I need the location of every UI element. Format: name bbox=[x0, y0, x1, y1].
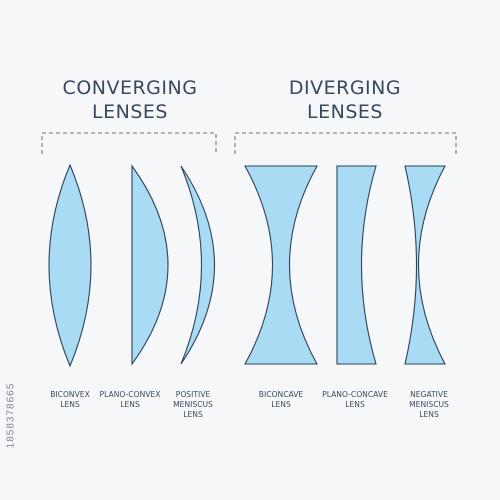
diverging-group-bracket bbox=[234, 132, 457, 154]
diverging-lenses-heading: DIVERGING LENSES bbox=[265, 76, 425, 124]
biconvex-lens-shape bbox=[48, 163, 92, 368]
converging-heading-line-2: LENSES bbox=[92, 101, 168, 123]
plano-convex-lens-label: PLANO-CONVEX LENS bbox=[99, 390, 161, 409]
converging-lenses-heading: CONVERGING LENSES bbox=[50, 76, 210, 124]
converging-group-bracket bbox=[41, 132, 217, 154]
plano-concave-lens-shape bbox=[336, 165, 377, 365]
positive-meniscus-lens-shape bbox=[180, 165, 216, 365]
biconcave-lens-label: BICONCAVE LENS bbox=[258, 390, 304, 409]
negative-meniscus-lens-shape bbox=[404, 165, 446, 365]
diverging-heading-line-2: LENSES bbox=[307, 101, 383, 123]
plano-convex-lens-shape bbox=[131, 164, 169, 366]
converging-heading-line-1: CONVERGING bbox=[62, 77, 198, 99]
negative-meniscus-lens-label: NEGATIVE MENISCUS LENS bbox=[409, 390, 449, 419]
diverging-heading-line-1: DIVERGING bbox=[288, 77, 402, 99]
biconvex-lens-label: BICONVEX LENS bbox=[50, 390, 90, 409]
biconcave-lens-shape bbox=[244, 165, 318, 365]
plano-concave-lens-label: PLANO-CONCAVE LENS bbox=[322, 390, 388, 409]
side-code-number: 1858378665 bbox=[5, 382, 17, 449]
positive-meniscus-lens-label: POSITIVE MENISCUS LENS bbox=[173, 390, 213, 419]
